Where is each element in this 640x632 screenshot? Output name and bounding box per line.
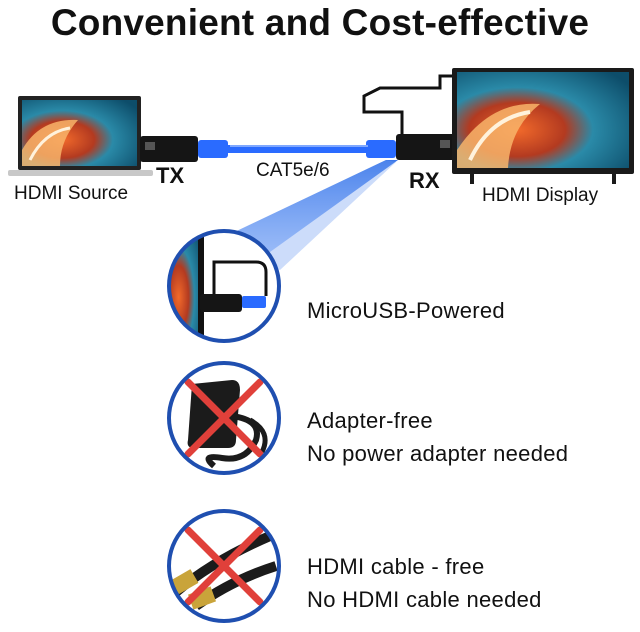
tx-transmitter-icon	[140, 136, 198, 162]
feature-microusb-title: MicroUSB-Powered	[307, 298, 505, 323]
microusb-powered-icon	[167, 229, 281, 343]
monitor-icon	[452, 68, 634, 184]
feature-adapter-title: Adapter-free	[307, 408, 433, 433]
rx-label: RX	[409, 168, 440, 193]
feature-adapter-subtitle: No power adapter needed	[307, 441, 569, 466]
laptop-icon	[8, 96, 153, 176]
page-title: Convenient and Cost-effective	[50, 2, 590, 43]
hdmi-source-label: HDMI Source	[14, 183, 129, 204]
no-adapter-icon	[167, 361, 281, 475]
cable-type-label: CAT5e/6	[256, 160, 330, 181]
tx-label: TX	[156, 163, 185, 188]
no-hdmi-cable-icon	[167, 509, 281, 623]
rx-receiver-icon	[362, 74, 458, 160]
callout-beam	[222, 160, 398, 252]
feature-hdmi-title: HDMI cable - free	[307, 554, 485, 579]
feature-hdmi-subtitle: No HDMI cable needed	[307, 587, 542, 612]
hdmi-display-label: HDMI Display	[482, 185, 599, 206]
network-cable-icon	[198, 140, 396, 158]
